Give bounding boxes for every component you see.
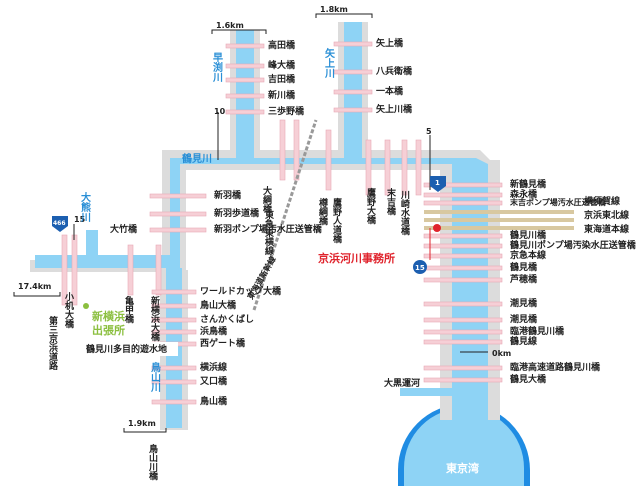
canal-name-oguro: 大黒運河 — [384, 377, 420, 389]
middle-vertical-label: 東急東横線 — [263, 209, 274, 256]
toriyama-bridge-label: 鳥山橋 — [200, 395, 228, 407]
route-466-icon — [52, 216, 68, 232]
lower-bridge-label: 臨港鶴見川橋 — [510, 325, 565, 337]
hayabuchi-bridge-label: 高田橋 — [268, 39, 296, 51]
lower-bridge-label: 鶴見川ポンプ場汚染水圧送管橋 — [510, 239, 637, 251]
bay-name: 東京湾 — [446, 461, 479, 475]
river-name-toriyama: 鳥山川 — [149, 361, 162, 393]
km-post-15: 15 — [74, 215, 86, 224]
yagami-bridges-marks — [333, 41, 373, 113]
toriyama-bridge-label: 西ゲート橋 — [200, 337, 246, 349]
middle-vertical-labels: 大綱橋東急東横線 樽綱橋鷹野人道橋 鷹野大橋末吉橋川崎水道橋 — [261, 185, 411, 256]
yagami-bridge-label: 矢上橋 — [376, 37, 404, 49]
lower-bridge-label: 新鶴見橋 — [510, 178, 547, 190]
sub-office-marker-icon — [83, 303, 89, 309]
lower-bridge-label: 臨港高速道路鶴見川橋 — [510, 361, 601, 373]
office-name: 京浜河川事務所 — [318, 251, 395, 265]
yagami-bridge-label: 一本橋 — [376, 85, 404, 97]
toriyama-bridge-label: 横浜線 — [200, 361, 227, 373]
lower-bridge-label: 鶴見線 — [510, 335, 537, 347]
lower-bridge-label: 末吉ポンプ場汚水圧送管橋 — [510, 197, 607, 207]
retarding-basin-name: 鶴見川多目的遊水地 — [86, 343, 167, 355]
river-name-hayabuchi: 早渕川 — [211, 52, 224, 83]
hayabuchi-bridges-marks — [225, 43, 265, 115]
lower-bridges-marks — [423, 182, 503, 383]
lower-bridge-label: 森永橋 — [510, 188, 538, 200]
toriyama-bridge-label: 又口橋 — [199, 375, 228, 387]
west-bridges-marks — [149, 193, 207, 233]
left-vertical-label: 新横浜大橋 — [149, 295, 160, 342]
lower-bridge-labels: 新鶴見橋森永橋末吉ポンプ場汚水圧送管橋鶴見川橋鶴見川ポンプ場汚染水圧送管橋京急本… — [510, 178, 637, 385]
left-vertical-label: 大竹橋 — [110, 223, 138, 235]
shinkansen-line — [252, 119, 318, 311]
route-1-label: 1 — [435, 179, 440, 187]
lower-bridge-label: 潮見橋 — [510, 297, 538, 309]
toriyama-bottom-bridge-label: 鳥山川橋 — [147, 443, 159, 481]
railway-crossings — [424, 210, 574, 230]
river-name-tsurumi: 鶴見川 — [182, 152, 212, 165]
middle-vertical-label: 樽綱橋 — [317, 197, 328, 226]
main-stretch-bridges-marks — [279, 119, 422, 196]
oguro-canal — [400, 388, 452, 396]
distance-hayabuchi: 1.6km — [216, 21, 244, 30]
middle-vertical-label: 末吉橋 — [385, 187, 397, 216]
lower-bridge-label: 京急本線 — [510, 249, 546, 261]
lower-bridge-label: 鶴見川橋 — [510, 229, 547, 241]
sub-office-line2: 出張所 — [92, 323, 125, 337]
route-466-label: 466 — [53, 220, 66, 227]
middle-vertical-label: 鷹野大橋 — [365, 187, 376, 225]
retarding-basin-box — [84, 342, 178, 356]
distance-yagami: 1.8km — [320, 5, 348, 14]
toriyama-bridge-label: ワールドカップ大橋 — [200, 285, 282, 297]
lower-bridge-label: 鶴見橋 — [510, 261, 538, 273]
west-bridge-label: 新羽橋 — [214, 189, 242, 201]
yagami-bridge-label: 矢上川橋 — [376, 103, 413, 115]
sub-office-line1: 新横浜 — [92, 309, 125, 323]
hayabuchi-bridge-label: 峰大橋 — [268, 59, 296, 71]
hayabuchi-bridge-label: 三歩野橋 — [268, 105, 305, 117]
hayabuchi-bridge-label: 新川橋 — [268, 89, 296, 101]
lower-bridge-label: 鶴見大橋 — [510, 373, 547, 385]
route-15-icon — [413, 260, 427, 274]
distance-toriyama: 1.9km — [128, 419, 156, 428]
left-vertical-label: 亀甲橋 — [123, 295, 134, 324]
right-rail-label: 横須賀線 — [584, 195, 620, 207]
yagami-bridge-label: 八兵衛橋 — [375, 65, 413, 77]
right-rail-label: 東海道本線 — [584, 223, 629, 235]
route-1-icon — [430, 176, 446, 192]
distance-left-end: 17.4km — [18, 282, 51, 291]
toriyama-bridge-label: 鳥山大橋 — [200, 299, 237, 311]
office-marker-icon — [433, 224, 441, 232]
route-15-label: 15 — [415, 264, 425, 272]
river-name-okuri: 大熊川 — [79, 191, 92, 223]
toriyama-bridge-label: 浜鳥橋 — [200, 325, 228, 337]
km-post-10: 10 — [214, 107, 226, 116]
distance-zero: 0km — [492, 349, 511, 358]
middle-vertical-label: 鷹野人道橋 — [331, 197, 343, 244]
km-markers — [13, 13, 488, 433]
km-post-5: 5 — [426, 127, 432, 136]
lower-bridge-label: 潮見橋 — [510, 313, 538, 325]
toriyama-bridge-label: さんかくばし — [200, 313, 254, 325]
hayabuchi-bridge-label: 吉田橋 — [268, 73, 296, 85]
middle-vertical-label: 大綱橋 — [261, 185, 272, 214]
lower-bridge-label: 芦穂橋 — [510, 273, 538, 285]
middle-vertical-label: 川崎水道橋 — [399, 190, 411, 236]
west-bridge-label: 新羽歩道橋 — [214, 207, 260, 219]
left-vertical-label: 小机大橋 — [63, 291, 75, 329]
river-name-yagami: 矢上川 — [323, 47, 336, 79]
right-rail-label: 京浜東北線 — [584, 209, 629, 221]
west-bridge-label: 新羽ポンプ場汚水圧送管橋 — [214, 223, 323, 235]
left-vertical-label: 第三京浜道路 — [47, 315, 58, 371]
